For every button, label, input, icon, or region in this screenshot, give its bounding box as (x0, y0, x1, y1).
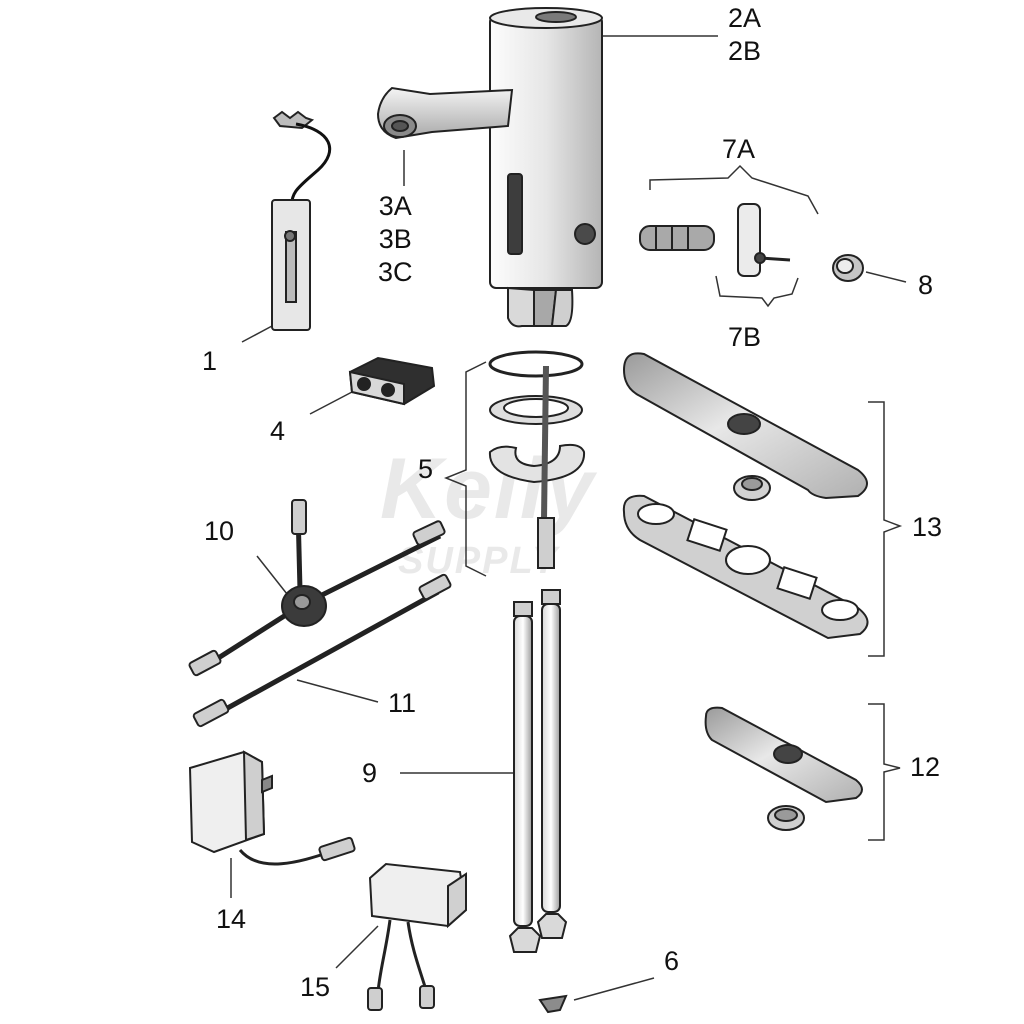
leader-8 (865, 271, 907, 283)
cable-part-11 (192, 573, 452, 728)
brace-7b (715, 275, 799, 308)
label-part-13: 13 (912, 512, 943, 542)
faucet-body (489, 7, 603, 328)
spout (376, 86, 514, 140)
label-part-8: 8 (918, 270, 934, 300)
label-3a: 3A (378, 191, 412, 221)
leader-10 (256, 555, 288, 595)
power-adapter-part-14 (188, 750, 356, 866)
deck-plate-part-12 (704, 706, 863, 831)
solenoid-part-4 (348, 356, 436, 406)
bracket-13 (868, 401, 903, 657)
valve-part-7 (639, 203, 791, 277)
supply-hoses-part-9 (508, 589, 568, 953)
label-3b: 3B (378, 224, 412, 254)
label-part-14: 14 (216, 904, 247, 934)
mounting-kit-part-5 (488, 350, 586, 569)
sensor-module (271, 110, 332, 331)
label-part-4: 4 (270, 416, 286, 446)
bracket-5 (443, 361, 487, 577)
leader-11 (296, 679, 379, 703)
label-part-3: 3A 3B 3C (378, 190, 413, 289)
leader-4 (309, 391, 353, 415)
brace-7a (649, 164, 819, 215)
leader-6 (573, 977, 655, 1001)
label-part-5: 5 (418, 454, 434, 484)
label-part-2: 2A 2B (728, 2, 761, 68)
deck-plate-part-13 (622, 352, 869, 640)
bracket-12 (868, 703, 901, 841)
splitter-part-10 (188, 499, 446, 677)
label-part-9: 9 (362, 758, 378, 788)
label-part-10: 10 (204, 516, 235, 546)
filter-part-6 (538, 994, 568, 1014)
label-part-11: 11 (388, 688, 417, 718)
leader-15 (335, 925, 379, 969)
label-part-6: 6 (664, 946, 680, 976)
leader-lines (230, 35, 907, 1001)
cap-part-8 (832, 254, 864, 282)
label-2a: 2A (728, 3, 762, 33)
label-part-15: 15 (300, 972, 331, 1002)
label-part-12: 12 (910, 752, 941, 782)
label-part-7b: 7B (728, 322, 762, 352)
label-2b: 2B (728, 36, 762, 66)
watermark-subtext: SUPPLY (398, 540, 560, 582)
control-box-part-15 (367, 862, 468, 1011)
leader-1 (241, 325, 273, 343)
label-3c: 3C (378, 257, 413, 287)
label-part-7a: 7A (722, 134, 756, 164)
label-part-1: 1 (202, 346, 218, 376)
